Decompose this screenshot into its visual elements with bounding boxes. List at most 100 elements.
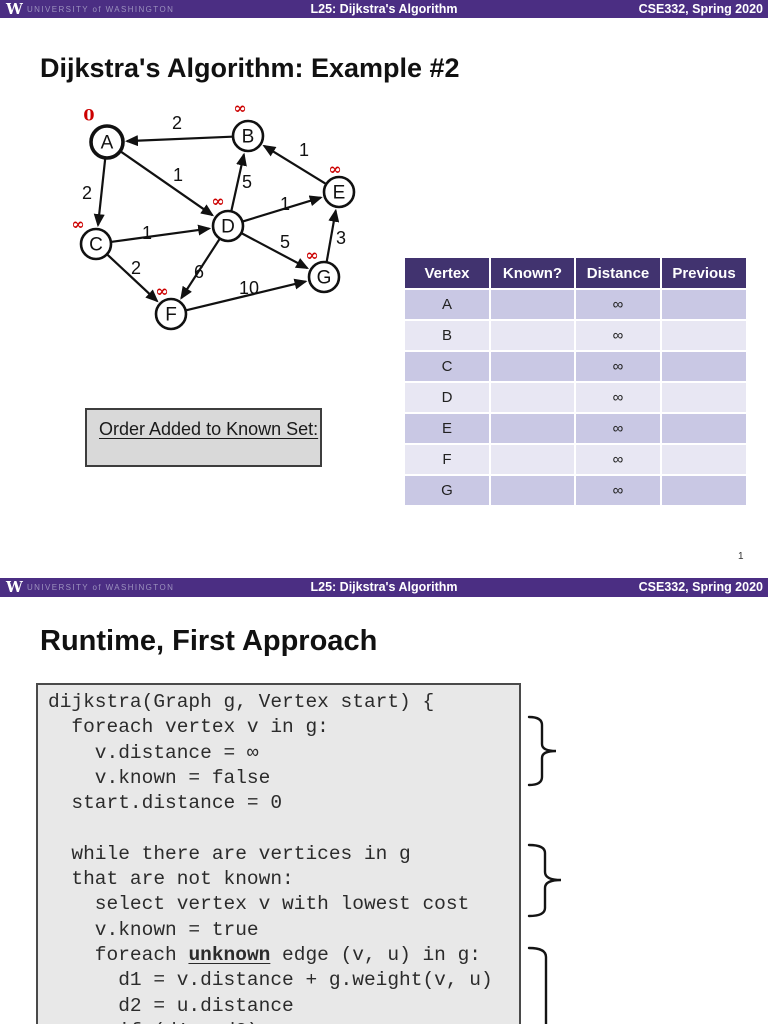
- graph-node-B: [231, 119, 265, 153]
- lecture-title: L25: Dijkstra's Algorithm: [310, 580, 458, 594]
- slide-1-title: Dijkstra's Algorithm: Example #2: [40, 53, 460, 83]
- table-cell: A: [405, 290, 489, 319]
- table-cell: [662, 352, 746, 381]
- table-cell: [491, 476, 574, 505]
- code-line: [48, 816, 519, 841]
- edge-weight-label: 5: [280, 232, 290, 252]
- course-label: CSE332, Spring 2020: [638, 580, 763, 594]
- graph-node-C: [79, 227, 113, 261]
- graph-node-E: [322, 175, 356, 209]
- graph-node-G: [307, 260, 341, 294]
- code-line: while there are vertices in g: [48, 842, 411, 865]
- uw-logo: W: [6, 578, 23, 596]
- code-line: if (d1 < d2): [48, 1019, 519, 1024]
- table-cell: [491, 414, 574, 443]
- table-cell: [662, 321, 746, 350]
- slide-1-header-bar: W UNIVERSITY of WASHINGTON L25: Dijkstra…: [0, 0, 768, 18]
- table-row-A: A ∞: [405, 290, 746, 319]
- table-cell: [662, 476, 746, 505]
- slide-2: W UNIVERSITY of WASHINGTON L25: Dijkstra…: [0, 576, 768, 1024]
- slide-2-header-bar: W UNIVERSITY of WASHINGTON L25: Dijkstra…: [0, 578, 768, 597]
- code-line: dijkstra(Graph g, Vertex start) {: [48, 691, 435, 713]
- table-row-C: C ∞: [405, 352, 746, 381]
- code-line: d1 = v.distance + g.weight(v, u): [48, 969, 493, 992]
- node-distance-annotation-F: ∞: [155, 282, 168, 301]
- node-label-D: D: [221, 217, 235, 238]
- graph-edge-B-A: [124, 135, 233, 147]
- page-number: 1: [738, 551, 744, 562]
- graph-edge-C-D: [111, 224, 212, 243]
- table-row-B: B ∞: [405, 321, 746, 350]
- code-line: v.known = false: [48, 766, 271, 789]
- graph-edge-D-F: [180, 238, 221, 300]
- node-label-F: F: [165, 305, 177, 326]
- edge-weight-label: 10: [239, 278, 259, 298]
- code-emphasis: unknown: [188, 943, 271, 966]
- edge-weight-label: 1: [142, 223, 152, 243]
- table-cell: [491, 321, 574, 350]
- graph-edge-D-E: [242, 195, 323, 223]
- table-cell: B: [405, 321, 489, 350]
- code-line: v.known = true: [48, 918, 259, 941]
- table-cell: [662, 383, 746, 412]
- table-row-F: F ∞: [405, 445, 746, 474]
- table-cell: [491, 352, 574, 381]
- table-header-cell: Vertex: [405, 258, 489, 288]
- table-cell: ∞: [576, 383, 660, 412]
- code-line: start.distance = 0: [48, 792, 283, 815]
- node-distance-annotation-G: ∞: [305, 246, 318, 265]
- code-line: v.distance = ∞: [48, 741, 259, 764]
- table-cell: [662, 414, 746, 443]
- table-cell: E: [405, 414, 489, 443]
- table-header-cell: Previous: [662, 258, 746, 288]
- graph-node-F: [154, 297, 188, 331]
- lecture-title: L25: Dijkstra's Algorithm: [310, 2, 458, 16]
- table-cell: [662, 290, 746, 319]
- graph-edge-A-C: [93, 158, 107, 228]
- node-label-C: C: [89, 235, 103, 256]
- table-cell: C: [405, 352, 489, 381]
- brace-while-loop: [527, 843, 562, 918]
- table-cell: ∞: [576, 445, 660, 474]
- edge-weight-label: 1: [299, 140, 309, 160]
- graph-node-D: [211, 209, 245, 243]
- graph-node-A: [89, 124, 125, 160]
- university-name: UNIVERSITY of WASHINGTON: [27, 583, 175, 592]
- university-name: UNIVERSITY of WASHINGTON: [27, 5, 175, 14]
- brace-initialization: [527, 715, 557, 787]
- table-cell: ∞: [576, 352, 660, 381]
- pseudocode-box: dijkstra(Graph g, Vertex start) { foreac…: [36, 683, 521, 1024]
- graph-edge-D-G: [241, 232, 309, 270]
- slide-1: W UNIVERSITY of WASHINGTON L25: Dijkstra…: [0, 0, 768, 562]
- edge-weight-label: 1: [280, 194, 290, 214]
- graph-edge-C-F: [106, 254, 159, 303]
- node-label-G: G: [317, 268, 332, 289]
- edge-weight-label: 1: [173, 165, 183, 185]
- edge-weight-label: 2: [172, 113, 182, 133]
- order-added-box: Order Added to Known Set:: [85, 408, 322, 467]
- edge-weight-label: 5: [242, 172, 252, 192]
- table-row-D: D ∞: [405, 383, 746, 412]
- edge-weight-label: 2: [131, 258, 141, 278]
- graph-edge-G-E: [325, 208, 340, 262]
- table-cell: ∞: [576, 321, 660, 350]
- code-line: select vertex v with lowest cost: [48, 893, 470, 916]
- graph-edge-E-B: [262, 144, 326, 185]
- brace-edge-update: [527, 946, 548, 1024]
- order-added-label: Order Added to Known Set:: [99, 419, 319, 439]
- node-distance-annotation-E: ∞: [328, 160, 341, 179]
- table-cell: F: [405, 445, 489, 474]
- uw-logo: W: [6, 0, 23, 18]
- table-cell: ∞: [576, 290, 660, 319]
- graph-edge-F-G: [186, 278, 308, 312]
- table-cell: [491, 290, 574, 319]
- node-distance-annotation-A: 0: [83, 106, 94, 125]
- code-line: foreach unknown edge (v, u) in g:: [48, 943, 481, 966]
- edge-weight-label: 3: [336, 228, 346, 248]
- table-cell: [491, 445, 574, 474]
- table-cell: [491, 383, 574, 412]
- code-line: foreach vertex v in g:: [48, 716, 329, 739]
- node-distance-annotation-B: ∞: [233, 99, 246, 118]
